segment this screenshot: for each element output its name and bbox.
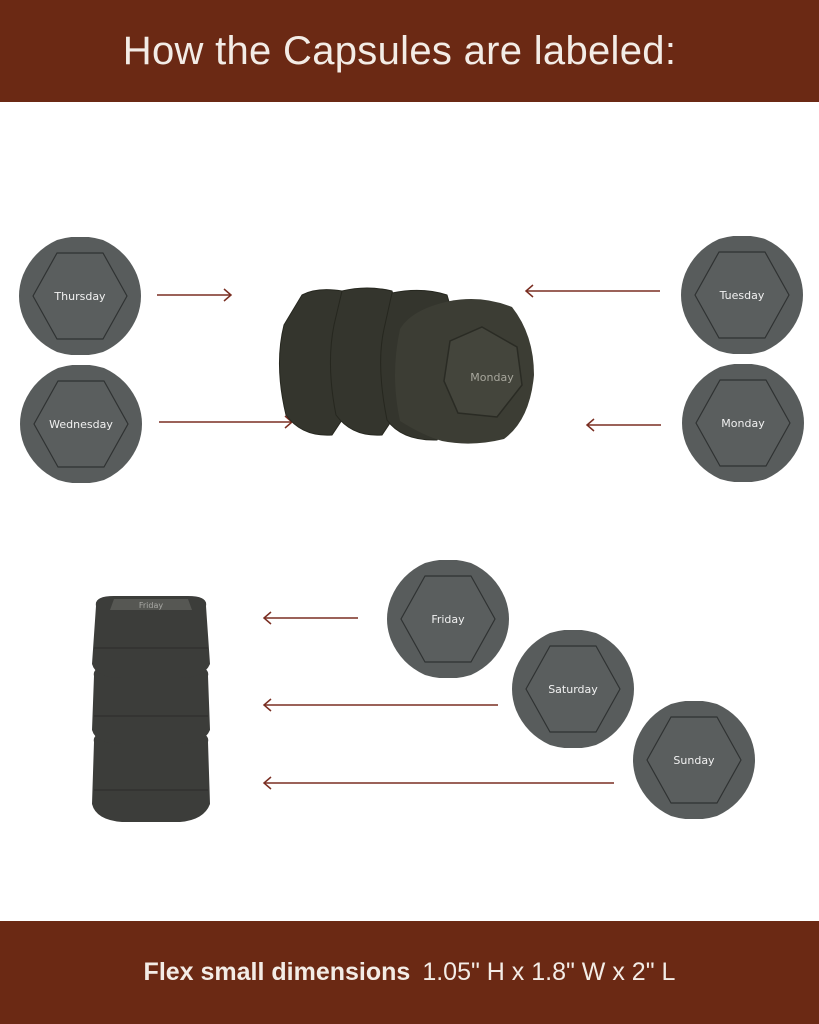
- capsule-label: Thursday: [54, 289, 106, 303]
- capsule-lid-monday: Monday: [680, 364, 806, 482]
- capsule-label: Monday: [721, 416, 765, 430]
- capsule-lid-thursday: Thursday: [17, 237, 143, 355]
- hexagon-capsule-icon: [633, 701, 755, 819]
- dimensions-text: Flex small dimensions 1.05" H x 1.8" W x …: [144, 958, 676, 987]
- capsule-lid-friday: Friday: [385, 560, 511, 678]
- capsule-label: Wednesday: [49, 417, 113, 431]
- hexagon-capsule-icon: [387, 560, 509, 678]
- arrow-left-icon: [262, 611, 358, 625]
- capsule-label: Sunday: [673, 753, 715, 767]
- hexagon-capsule-icon: [681, 236, 803, 354]
- capsule-label: Tuesday: [719, 288, 765, 302]
- hexagon-capsule-icon: [20, 365, 142, 483]
- stack-front-label: Monday: [470, 371, 514, 384]
- capsule-label: Saturday: [548, 682, 598, 696]
- capsule-lid-sunday: Sunday: [631, 701, 757, 819]
- page-title: How the Capsules are labeled:: [122, 28, 677, 73]
- arrow-left-icon: [524, 284, 660, 298]
- hexagon-capsule-icon: [512, 630, 634, 748]
- dimensions-value: 1.05" H x 1.8" W x 2" L: [422, 958, 676, 986]
- arrow-left-icon: [262, 698, 498, 712]
- arrow-left-icon: [262, 776, 614, 790]
- capsule-lid-wednesday: Wednesday: [18, 365, 144, 483]
- hexagon-capsule-icon: [19, 237, 141, 355]
- hexagon-capsule-icon: [682, 364, 804, 482]
- product-name: Flex small dimensions: [143, 958, 411, 986]
- capsule-lid-tuesday: Tuesday: [679, 236, 805, 354]
- vertical-capsule-stack: Friday: [88, 592, 214, 829]
- header-banner: How the Capsules are labeled:: [0, 0, 819, 102]
- horizontal-capsule-stack: Monday: [272, 285, 542, 452]
- arrow-right-icon: [157, 288, 233, 302]
- footer-banner: Flex small dimensions 1.05" H x 1.8" W x …: [0, 921, 819, 1024]
- arrow-left-icon: [585, 418, 661, 432]
- capsule-lid-saturday: Saturday: [510, 630, 636, 748]
- stack-top-label: Friday: [139, 601, 164, 610]
- capsule-label: Friday: [431, 612, 465, 626]
